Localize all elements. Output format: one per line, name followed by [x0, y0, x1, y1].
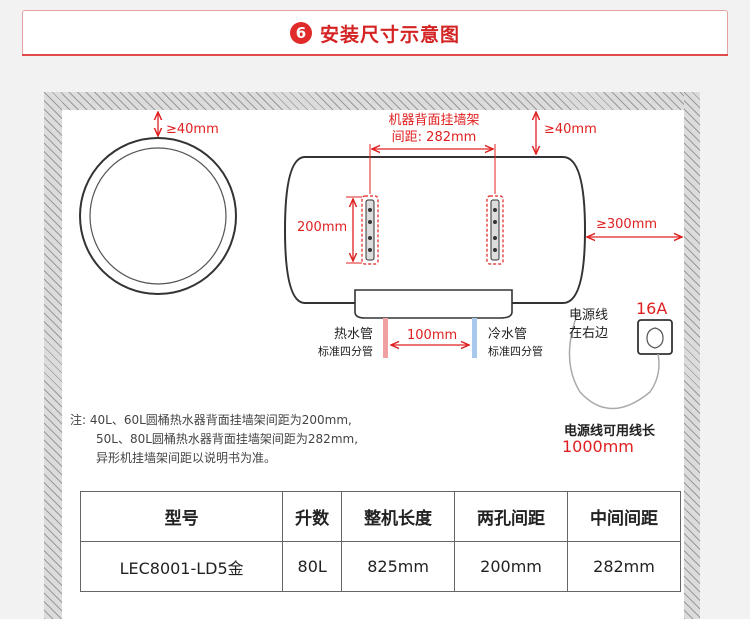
header-hole-spacing: 两孔间距	[454, 491, 568, 542]
hot-pipe-sub: 标准四分管	[318, 345, 373, 358]
section-title: 安装尺寸示意图	[319, 23, 460, 46]
hot-pipe	[383, 318, 388, 358]
right-top-clearance-label: ≥40mm	[544, 122, 597, 137]
cell-hole-spacing: 200mm	[454, 541, 568, 592]
note-line3: 异形机挂墙架间距以说明书为准。	[96, 451, 277, 465]
left-top-clearance-label: ≥40mm	[166, 122, 219, 137]
heater-front-view	[283, 156, 587, 319]
heater-side-view	[79, 137, 237, 295]
header-capacity: 升数	[282, 491, 343, 542]
cord-length-value: 1000mm	[562, 437, 634, 456]
right-wall-hatch	[684, 92, 700, 619]
outlet-rating: 16A	[636, 299, 668, 318]
header-model: 型号	[79, 491, 284, 542]
cell-capacity: 80L	[282, 541, 343, 592]
right-clearance-label: ≥300mm	[596, 217, 658, 232]
cell-middle-spacing: 282mm	[567, 541, 681, 592]
header-length: 整机长度	[341, 491, 456, 542]
control-box	[354, 289, 513, 319]
header-underline	[22, 54, 728, 56]
title-wrap: 6 安装尺寸示意图	[23, 11, 727, 55]
ceiling-wall-hatch	[44, 92, 700, 110]
power-side-line1: 电源线	[569, 308, 609, 323]
header-middle-spacing: 中间间距	[567, 491, 681, 542]
spec-table-header: 型号 升数 整机长度 两孔间距 中间间距	[79, 491, 681, 542]
pipe-distance-label: 100mm	[407, 328, 458, 343]
left-bracket	[361, 195, 379, 265]
cold-pipe	[472, 318, 477, 358]
cold-pipe-label: 冷水管	[488, 327, 528, 342]
cord-length-label: 电源线可用线长	[564, 424, 656, 439]
power-side-line2: 在右边	[569, 326, 609, 341]
power-outlet	[637, 319, 673, 355]
spec-table: 型号 升数 整机长度 两孔间距 中间间距 LEC8001-LD5金 80L 82…	[79, 491, 681, 592]
table-row: LEC8001-LD5金 80L 825mm 200mm 282mm	[79, 541, 681, 592]
right-bracket	[486, 195, 504, 265]
note-line1: 注: 40L、60L圆桶热水器背面挂墙架间距为200mm,	[70, 413, 352, 427]
bracket-label-line2: 间距: 282mm	[391, 130, 477, 145]
step-number-badge: 6	[289, 22, 312, 44]
cell-model: LEC8001-LD5金	[79, 541, 284, 592]
bracket-label-line1: 机器背面挂墙架	[388, 113, 480, 128]
installation-note: 注: 40L、60L圆桶热水器背面挂墙架间距为200mm, 50L、80L圆桶热…	[70, 411, 358, 468]
cold-pipe-sub: 标准四分管	[488, 345, 543, 358]
section-header: 6 安装尺寸示意图	[22, 10, 728, 56]
bracket-height-label: 200mm	[297, 220, 348, 235]
note-line2: 50L、80L圆桶热水器背面挂墙架间距为282mm,	[96, 432, 359, 446]
power-cord	[568, 311, 660, 410]
cell-length: 825mm	[341, 541, 456, 592]
hot-pipe-label: 热水管	[334, 327, 374, 342]
plug-icon	[646, 327, 664, 349]
left-wall-hatch	[44, 92, 62, 619]
